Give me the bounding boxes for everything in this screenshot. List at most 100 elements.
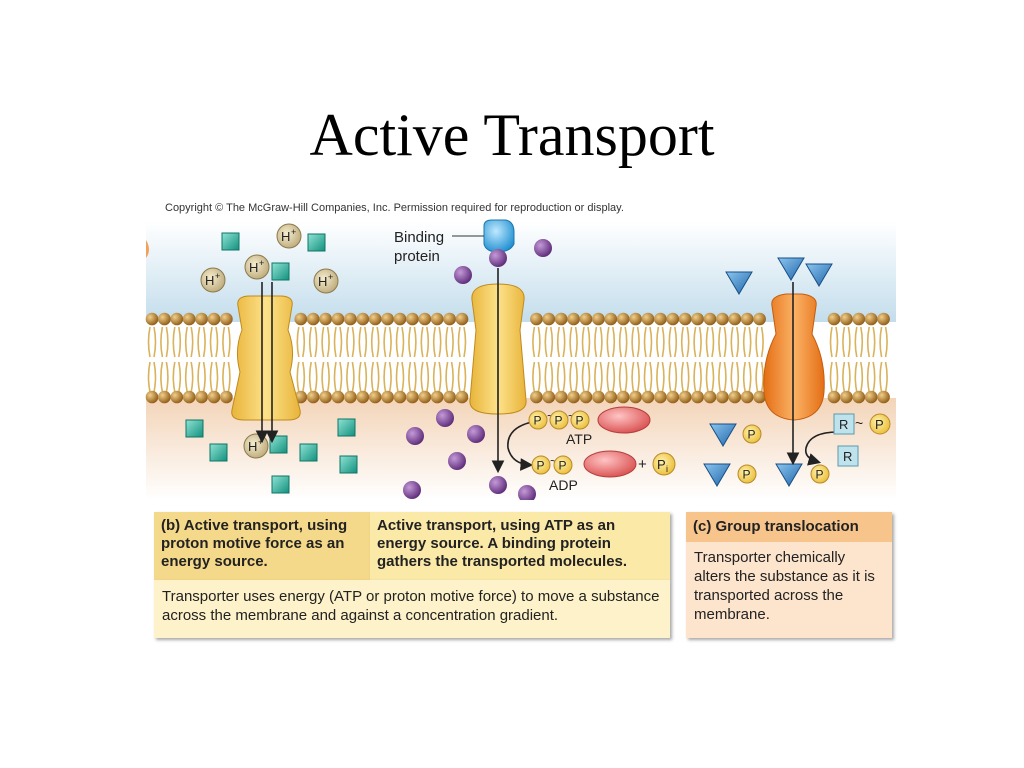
- lipid-head: [579, 312, 593, 326]
- lipid-head: [616, 390, 630, 404]
- lipid-bilayer: [145, 312, 890, 404]
- lipid-head: [864, 312, 878, 326]
- lipid-tail: [680, 361, 690, 393]
- lipid-tail: [432, 326, 442, 358]
- lipid-head: [604, 312, 618, 326]
- proton-ion: H+: [244, 254, 270, 280]
- lipid-tail: [420, 326, 430, 358]
- lipid-head: [716, 390, 729, 404]
- lipid-tail: [730, 326, 740, 358]
- atp-molecule: P~P~P: [528, 406, 651, 434]
- lipid-tail: [408, 361, 417, 393]
- atp-label: ATP: [566, 431, 592, 447]
- lipid-head: [406, 390, 419, 404]
- lipid-head: [344, 312, 357, 326]
- svg-text:H: H: [318, 274, 327, 289]
- lipid-head: [678, 390, 692, 404]
- proton-ion: H+: [200, 267, 226, 293]
- group-translocation-transporter: [763, 293, 825, 421]
- lipid-tail: [346, 361, 355, 393]
- lipid-head: [567, 390, 580, 404]
- lipid-tail: [680, 326, 690, 358]
- lipid-head: [554, 312, 568, 326]
- lipid-tail: [333, 361, 343, 393]
- lipid-tail: [408, 326, 417, 358]
- proton-panel-molecules: H+H+H+H+H+: [185, 223, 358, 494]
- lipid-tail: [668, 326, 678, 358]
- svg-text:P: P: [534, 414, 542, 428]
- lipid-tail: [718, 361, 727, 393]
- lipid-head: [306, 312, 320, 326]
- inorganic-phosphate: P i: [652, 452, 676, 476]
- lipid-tail: [333, 326, 343, 358]
- lipid-head: [579, 390, 593, 404]
- r-p-compound: R ~ P: [833, 413, 891, 435]
- lipid-head: [629, 390, 642, 404]
- phosphate-group: P: [553, 455, 573, 475]
- lipid-tail: [370, 326, 380, 358]
- purple-molecule: [518, 485, 536, 503]
- svg-text:P: P: [559, 459, 567, 473]
- purple-molecule: [436, 409, 454, 427]
- lipid-head: [827, 390, 841, 404]
- lipid-head: [666, 390, 680, 404]
- lipid-head: [877, 312, 890, 326]
- lipid-head: [319, 312, 332, 326]
- svg-text:+: +: [215, 271, 220, 281]
- svg-text:~: ~: [855, 415, 863, 431]
- lipid-tail: [842, 326, 851, 358]
- phosphate-transfer-arrow: [804, 431, 839, 466]
- lipid-tail: [172, 361, 182, 393]
- triangle-molecule: [805, 263, 833, 287]
- lipid-tail: [618, 326, 628, 358]
- lipid-head: [368, 390, 382, 404]
- svg-text:+: +: [259, 258, 264, 268]
- lipid-tail: [172, 326, 182, 358]
- lipid-tail: [556, 361, 566, 393]
- panel-shared-body: Transporter uses energy (ATP or proton m…: [154, 580, 670, 638]
- proton-ion: H+: [243, 433, 269, 459]
- lipid-tail: [606, 326, 616, 358]
- square-molecule: [221, 232, 240, 251]
- lipid-tail: [879, 361, 888, 393]
- lipid-tail: [209, 326, 219, 358]
- edge-blob: [146, 240, 149, 258]
- square-molecule: [271, 262, 290, 281]
- lipid-head: [294, 312, 308, 326]
- copyright-notice: Copyright © The McGraw-Hill Companies, I…: [165, 202, 624, 214]
- svg-text:H: H: [248, 439, 257, 454]
- lipid-tail: [656, 361, 665, 393]
- lipid-tail: [556, 326, 566, 358]
- lipid-tail: [755, 326, 764, 358]
- lipid-head: [207, 312, 221, 326]
- lipid-tail: [383, 326, 392, 358]
- purple-molecule: [403, 481, 421, 499]
- lipid-head: [629, 312, 642, 326]
- lipid-head: [145, 312, 159, 326]
- lipid-tail: [631, 326, 640, 358]
- bond-symbol: ~: [550, 454, 557, 468]
- lipid-head: [616, 312, 630, 326]
- svg-text:H: H: [249, 260, 258, 275]
- lipid-tail: [544, 361, 554, 393]
- lipid-tail: [594, 326, 603, 358]
- svg-text:P: P: [555, 414, 563, 428]
- triangle-molecule: [709, 423, 737, 447]
- purple-molecule: [534, 239, 552, 257]
- lipid-head: [319, 390, 332, 404]
- purple-molecule: [406, 427, 424, 445]
- lipid-head: [158, 312, 171, 326]
- lipid-tail: [358, 326, 368, 358]
- lipid-tail: [308, 326, 318, 358]
- lipid-head: [864, 390, 878, 404]
- lipid-tail: [321, 326, 330, 358]
- lipid-head: [740, 312, 754, 326]
- svg-text:+: +: [328, 272, 333, 282]
- lipid-tail: [321, 361, 330, 393]
- lipid-tail: [643, 361, 653, 393]
- lipid-head: [455, 390, 469, 404]
- lipid-tail: [718, 326, 727, 358]
- lipid-tail: [432, 361, 442, 393]
- triangle-molecule: [777, 257, 805, 281]
- lipid-head: [753, 390, 766, 404]
